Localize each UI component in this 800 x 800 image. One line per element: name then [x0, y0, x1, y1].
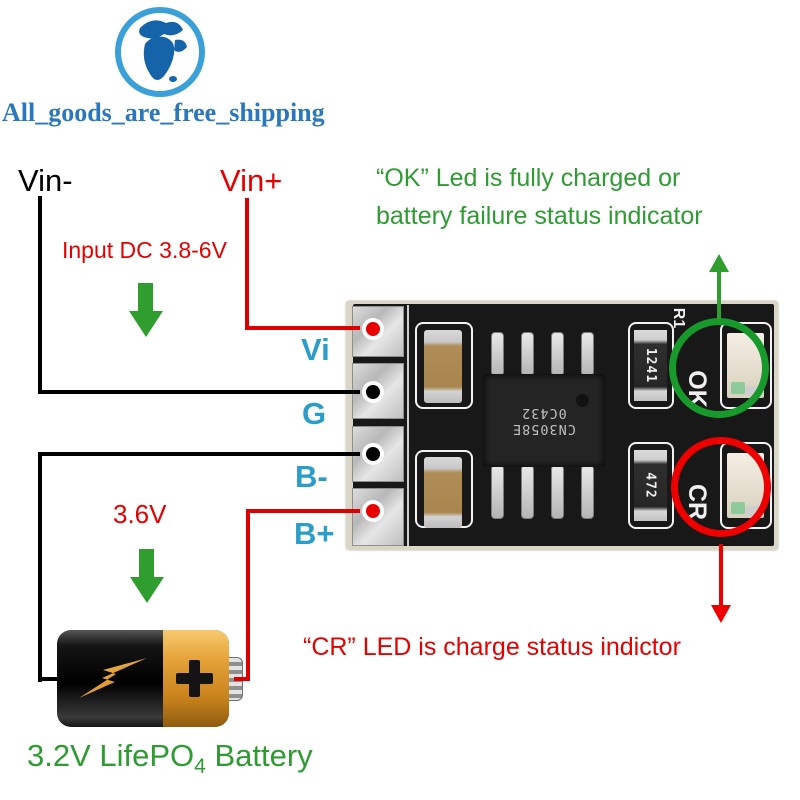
ok-led-highlight-circle — [669, 318, 769, 418]
pin-hole-b-plus — [362, 500, 384, 522]
cr-led-highlight-circle — [671, 437, 771, 537]
chip-leg — [581, 332, 594, 376]
pin-label-g: G — [302, 396, 327, 431]
chip-leg — [521, 332, 534, 376]
wire-vin-minus-vertical — [38, 196, 42, 394]
pin-hole-g — [362, 381, 384, 403]
chip-leg — [491, 465, 504, 519]
capacitor-2 — [424, 457, 462, 528]
pin-hole-b-minus — [362, 443, 384, 465]
charge-voltage-label: 3.6V — [113, 499, 167, 529]
resistor-code: 472 — [642, 472, 658, 499]
ok-led-caption-line1: “OK” Led is fully charged or — [376, 164, 681, 192]
chip-pin1-dot — [576, 394, 589, 407]
wire-b-minus-horizontal — [38, 452, 360, 456]
pin-label-b-minus: B- — [295, 459, 328, 494]
resistor-2: 472 — [634, 450, 667, 521]
globe-icon — [110, 4, 210, 100]
wire-b-plus-vertical — [246, 509, 250, 681]
chip-leg — [581, 465, 594, 519]
logo-text: All_goods_are_free_shipping — [2, 98, 325, 127]
wire-b-plus-to-battery — [234, 677, 250, 681]
wire-vin-plus-horizontal — [245, 326, 360, 330]
wire-b-minus-to-battery — [38, 677, 62, 681]
chip-leg — [551, 465, 564, 519]
pin-label-b-plus: B+ — [294, 516, 335, 551]
vin-plus-label: Vin+ — [220, 163, 283, 198]
resistor-1: 1241 — [634, 330, 667, 401]
vin-minus-label: Vin- — [18, 163, 73, 198]
charger-ic-chip: CN3058E 0C432 — [483, 374, 605, 467]
wire-vin-plus-vertical — [245, 198, 249, 330]
battery-plus-icon — [189, 660, 200, 697]
silkscreen-cap1-outline — [415, 322, 473, 409]
battery-bolt-icon — [79, 658, 149, 703]
capacitor-1 — [424, 330, 462, 403]
ok-led-caption-line2: battery failure status indicator — [376, 202, 703, 230]
chip-leg — [491, 332, 504, 376]
chip-leg — [521, 465, 534, 519]
wire-b-plus-horizontal — [246, 509, 360, 513]
input-dc-label: Input DC 3.8-6V — [62, 237, 227, 263]
pin-label-vi: Vi — [301, 332, 330, 367]
cr-led-caption: “CR” LED is charge status indictor — [303, 633, 681, 661]
silkscreen-edge-line — [407, 305, 409, 546]
chip-marking: CN3058E 0C432 — [512, 404, 576, 437]
wire-b-minus-vertical — [38, 452, 42, 682]
battery-caption: 3.2V LifePO4 Battery — [27, 738, 313, 779]
wire-vin-minus-horizontal — [38, 390, 360, 394]
battery-icon — [57, 630, 229, 727]
pin-hole-vi — [362, 318, 384, 340]
chip-leg — [551, 332, 564, 376]
resistor-code: 1241 — [643, 347, 658, 384]
